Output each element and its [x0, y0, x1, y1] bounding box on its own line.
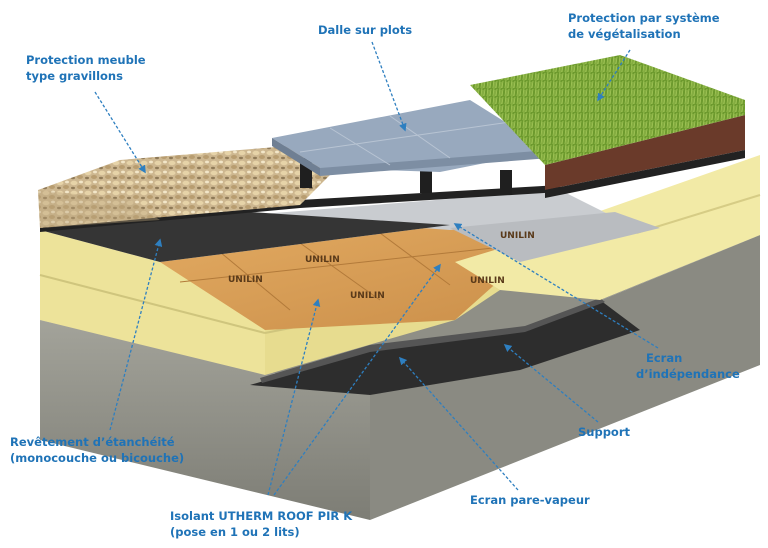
arrow-isolant-2 [273, 263, 441, 496]
label-line: Ecran [646, 351, 683, 365]
brand-text: UNILIN [470, 276, 505, 286]
arrow-dalle [371, 41, 407, 132]
label-line: Protection par système [568, 11, 720, 25]
label-line: (pose en 1 ou 2 lits) [170, 525, 300, 539]
arrow-pare-vapeur [398, 356, 519, 491]
label-support: Support [578, 424, 630, 440]
arrow-isolant-1 [267, 298, 321, 496]
gravel-protection [38, 145, 330, 228]
label-ecran-pare-vapeur: Ecran pare-vapeur [470, 492, 590, 508]
label-line: type gravillons [26, 69, 123, 83]
label-revetement: Revêtement d’étanchéité (monocouche ou b… [10, 434, 184, 466]
brand-text: UNILIN [228, 275, 263, 285]
arrow-protection-meuble [94, 91, 146, 174]
brand-text: UNILIN [500, 231, 535, 241]
label-line: de végétalisation [568, 27, 681, 41]
label-vegetalisation: Protection par système de végétalisation [568, 10, 720, 42]
green-roof [470, 55, 745, 198]
label-ecran-independance: Ecran d’indépendance [636, 350, 740, 382]
brand-text: UNILIN [350, 291, 385, 301]
arrow-revetement [109, 238, 163, 431]
label-line: Protection meuble [26, 53, 146, 67]
label-isolant: Isolant UTHERM ROOF PIR K (pose en 1 ou … [170, 508, 352, 540]
waterproof-membrane [40, 185, 560, 262]
label-line: d’indépendance [636, 367, 740, 381]
arrow-support [503, 344, 599, 423]
brand-text: UNILIN [305, 255, 340, 265]
paving-on-pedestals [272, 100, 550, 195]
label-protection-meuble: Protection meuble type gravillons [26, 52, 146, 84]
label-line: Dalle sur plots [318, 23, 413, 37]
label-line: Isolant UTHERM ROOF PIR K [170, 509, 353, 523]
label-line: Support [578, 425, 631, 439]
panel-brand-labels: UNILIN UNILIN UNILIN UNILIN UNILIN [228, 231, 535, 301]
label-line: Revêtement d’étanchéité [10, 435, 175, 449]
label-dalle: Dalle sur plots [318, 22, 412, 38]
leader-arrows [94, 41, 659, 496]
vapour-barrier [250, 298, 640, 395]
label-line: (monocouche ou bicouche) [10, 451, 185, 465]
label-line: Ecran pare-vapeur [470, 493, 590, 507]
